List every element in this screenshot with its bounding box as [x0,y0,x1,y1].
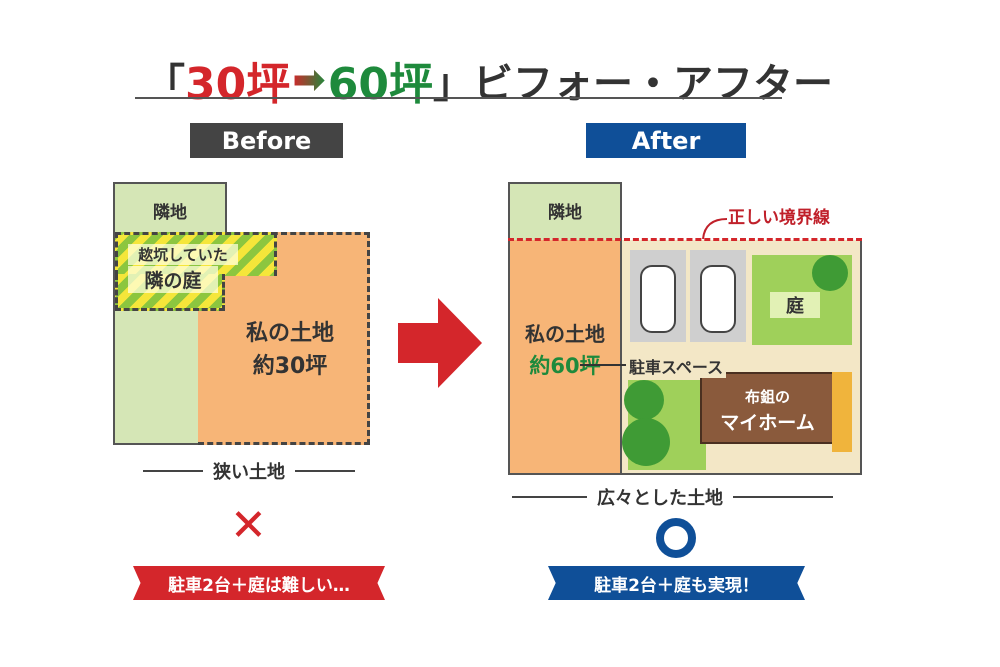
title-underline [135,97,782,99]
my-size-label: 約60坪 [529,354,601,378]
after-banner: 駐車2台＋庭も実現！ [548,566,805,600]
before-size: 30坪 [185,59,291,110]
after-size: 60坪 [327,59,433,110]
tree-icon [622,418,670,466]
title-rest: 」ビフォー・アフター [432,61,833,107]
caption-text: 狭い土地 [213,462,285,483]
house-icon [700,372,835,444]
divider-line [512,496,587,498]
before-caption: 狭い土地 [143,458,355,484]
encroach-label-2: 隣の庭 [128,266,218,293]
neighbor-label: 隣地 [548,203,582,223]
parking-label: 駐車スペース [626,354,727,378]
before-banner: 駐車2台＋庭は難しい… [133,566,385,600]
home-label-2: マイホーム [720,412,815,434]
my-land-label: 私の土地 [525,322,605,346]
tree-icon [812,255,848,291]
my-size-label: 約30坪 [252,354,328,379]
arrow-right-icon: ➡ [292,57,326,103]
tree-icon [624,380,664,420]
my-land-label: 私の土地 [245,321,334,346]
before-label: Before [190,123,343,158]
neighbor-label: 隣地 [153,203,187,223]
garden-label: 庭 [770,292,820,318]
caption-text: 広々とした土地 [597,488,723,509]
big-arrow-icon [398,298,482,388]
neighbor-lot [508,182,622,240]
page-title: 「 30坪 ➡ 60坪 」ビフォー・アフター [145,48,833,112]
parking-pointer [580,364,626,366]
circle-icon: 〇 [656,518,696,558]
cross-icon: ✕ [230,500,267,551]
boundary-pointer [702,218,728,240]
bracket: 「 [145,61,185,107]
encroach-label: 趑坈していた [128,244,238,265]
deck [832,372,852,452]
after-caption: 広々とした土地 [512,484,833,510]
divider-line [143,470,203,472]
car-icon [700,265,736,333]
car-icon [640,265,676,333]
after-label: After [586,123,746,158]
divider-line [733,496,833,498]
boundary-label: 正しい境界線 [728,208,830,228]
my-land-before [198,232,370,445]
boundary-line [508,238,862,241]
divider-line [295,470,355,472]
former-part [508,240,622,475]
home-label: 布鉏の [744,388,790,406]
